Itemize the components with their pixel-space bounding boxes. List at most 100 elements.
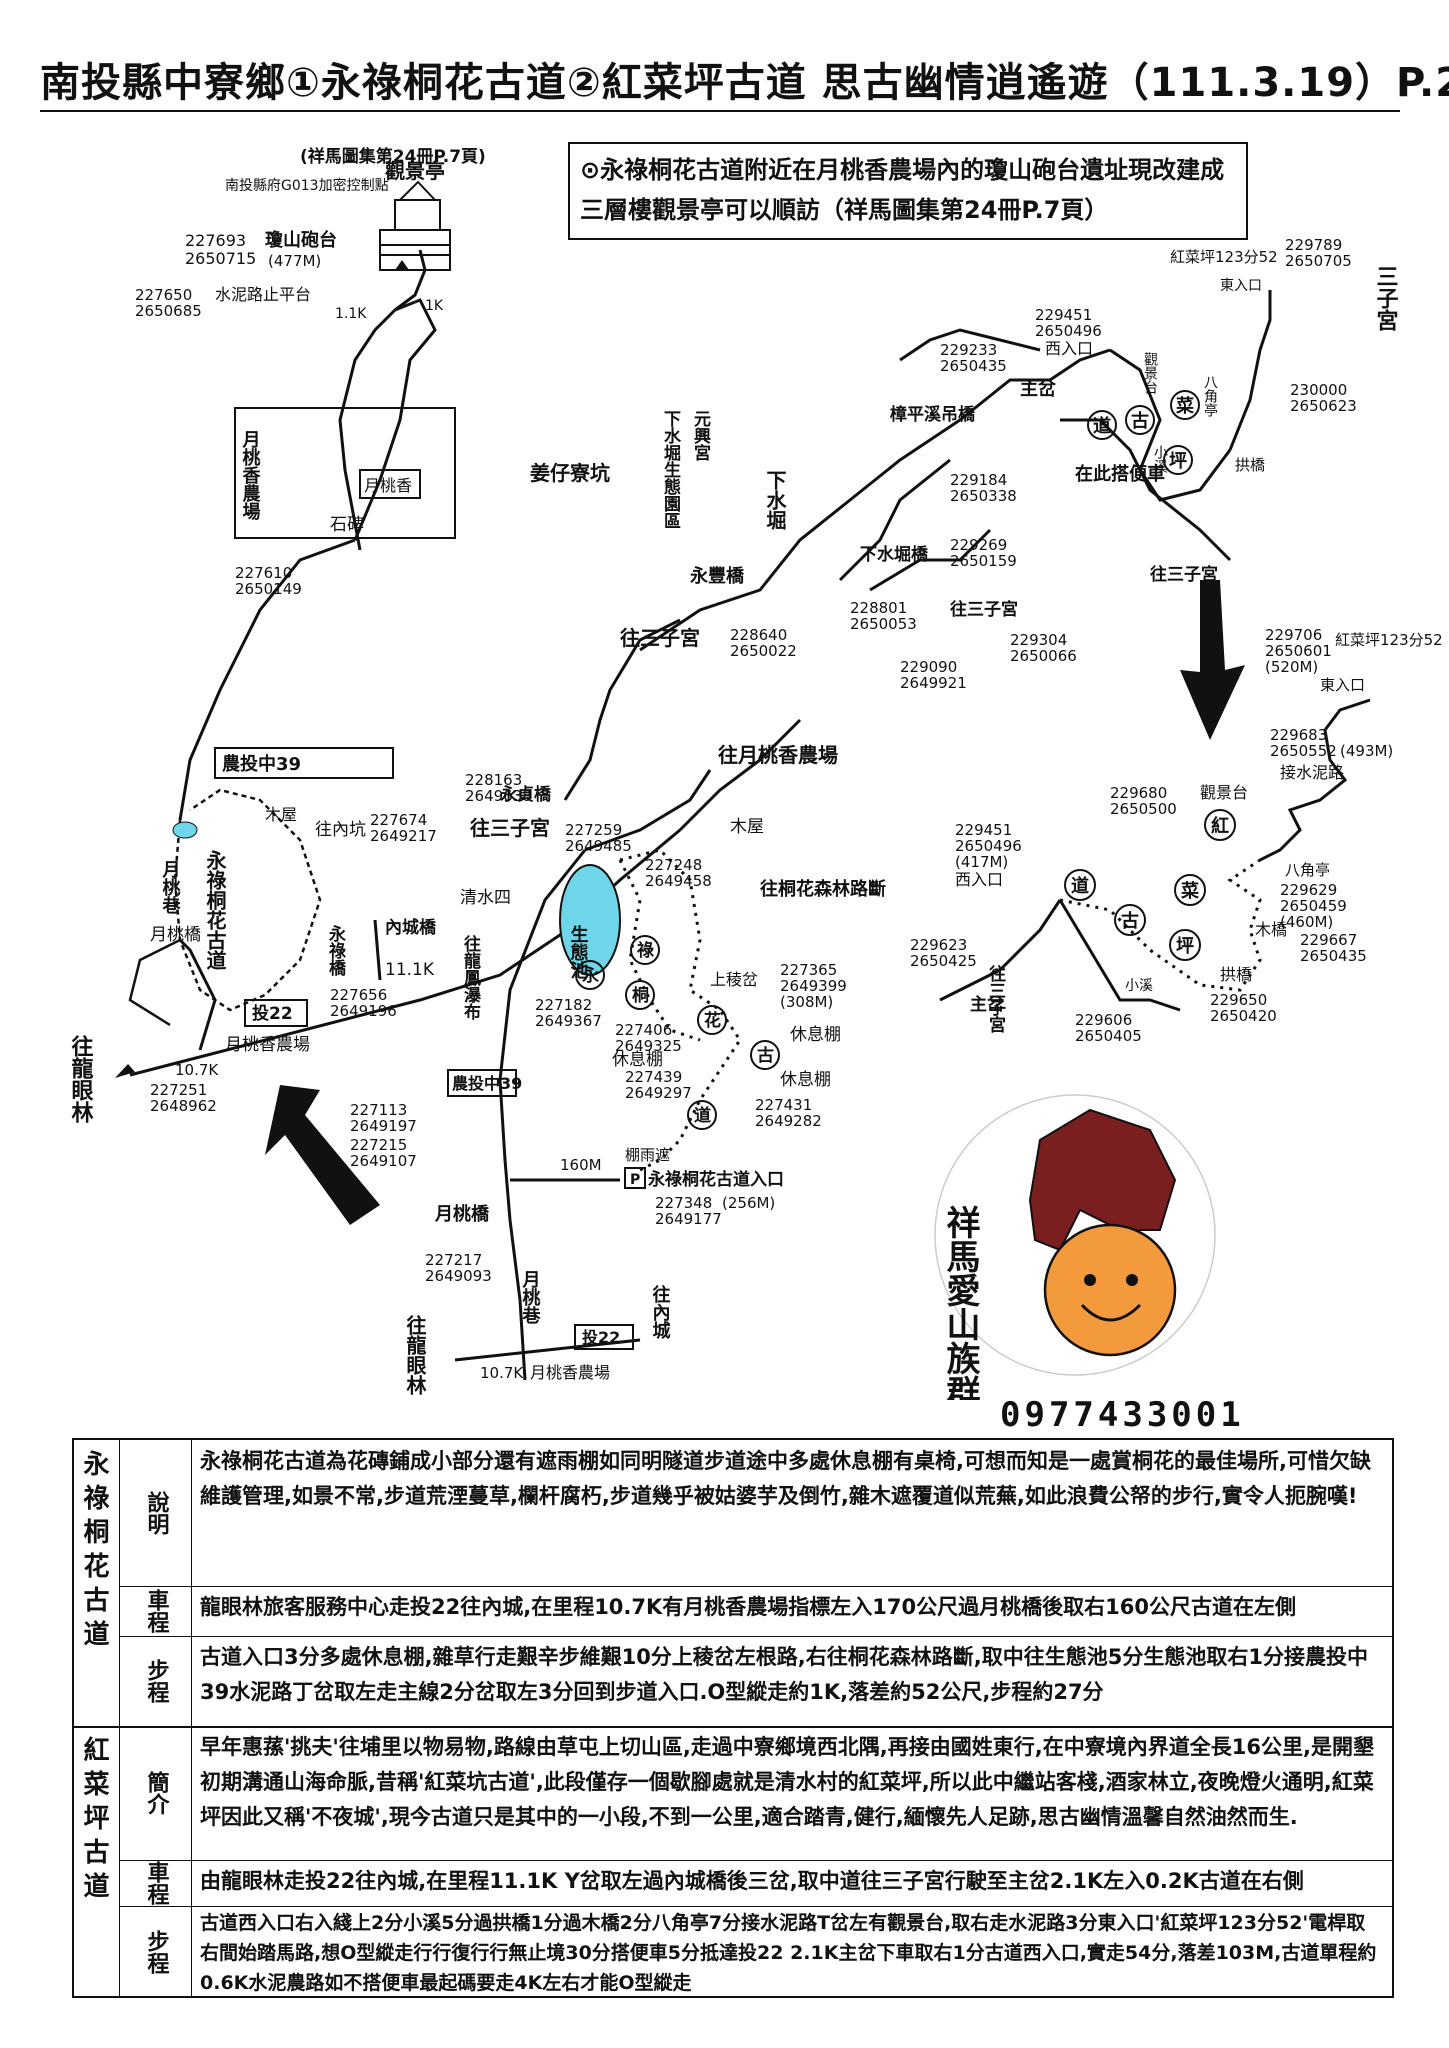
yonglu-description: 永祿桐花古道為花磚鋪成小部分還有遮雨棚如同明隧道步道途中多處休息棚有桌椅,可想而… (200, 1449, 1371, 1508)
yonglu-trail-label: 永祿桐花古道 (203, 849, 227, 970)
rain-shelter-label: 棚雨遮 (625, 1146, 670, 1164)
qiongshan-label: 瓊山砲台 (265, 229, 337, 251)
control-point-label: 南投縣府G013加密控制點 (225, 177, 389, 194)
coord-label: 2650053 (850, 615, 917, 633)
yuetao-bridge-label: 月桃橋 (434, 1203, 490, 1225)
farm-sign-label: 月桃香農場 (225, 1035, 310, 1055)
farm-sign-label: 月桃香農場 (530, 1363, 610, 1382)
trail-char: 永 (581, 965, 599, 986)
triangulation-icon (395, 260, 409, 270)
coord-label: 2649367 (535, 1012, 602, 1030)
cabin-label: 木屋 (265, 805, 297, 824)
club-logo-text: 祥馬愛山族群 (940, 1205, 980, 1400)
cement-end-label: 水泥路止平台 (215, 285, 311, 304)
to-neikeng-label: 往內坑 (315, 820, 366, 840)
yuetao-farm-label: 月桃香農場 (240, 430, 262, 521)
hongcai-detail (939, 698, 1371, 1012)
road-sign-tou22: 投22 (252, 1003, 293, 1024)
coord-label: 2649197 (350, 1117, 417, 1135)
coord-label: 229667 (1300, 931, 1357, 949)
main-road-center (563, 328, 1111, 832)
coord-label: 227215 (350, 1136, 407, 1154)
stream-label: 小溪 (1125, 978, 1153, 994)
coord-label: 2650500 (1110, 800, 1177, 818)
rest-shelter-label: 休息棚 (612, 1050, 663, 1070)
pavilion-label: 觀景亭 (385, 159, 445, 183)
main-fork-label: 主岔 (970, 994, 1005, 1015)
rest-shelter-label: 休息棚 (780, 1070, 831, 1090)
hongcai-intro: 早年惠蓀'挑夫'往埔里以物易物,路線由草屯上切山區,走過中寮鄉境西北隅,再接由國… (200, 1735, 1374, 1829)
club-logo: 祥馬愛山族群 (934, 1094, 1216, 1400)
hitchhike-label: 在此搭便車 (1075, 463, 1165, 485)
longfeng-label: 往龍鳳瀑布 (460, 934, 481, 1021)
yonglu-drive: 龍眼林旅客服務中心走投22往內城,在里程10.7K有月桃香農場指標左入170公尺… (200, 1595, 1296, 1619)
pavilion-icon (379, 180, 451, 271)
neicheng-bridge-label: 內城橋 (385, 917, 437, 938)
note-box: ⊙永祿桐花古道附近在月桃香農場內的瓊山砲台遺址現改建成三層樓觀景亭可以順訪（祥馬… (568, 142, 1248, 240)
trail-map: 月桃香 月桃香農場 石碑 觀景亭 南投縣府G013加密控制點 227693 26… (68, 159, 1443, 1400)
main-fork-label: 主岔 (1020, 378, 1057, 400)
coord-label: 2650496 (1035, 322, 1102, 340)
coord-label: 2649196 (330, 1002, 397, 1020)
cabin-label: 木屋 (730, 817, 764, 837)
hongcai-top (1060, 290, 1272, 562)
coord-label: 227259 (565, 821, 622, 839)
coord-label: 228163 (465, 771, 522, 789)
tong-forest-label: 往桐花森林路斷 (760, 878, 886, 900)
trail-char: 紅 (1211, 815, 1229, 837)
to-sanzi-label: 往三子宮 (985, 964, 1006, 1034)
road-sign-nongtou39: 農投中39 (452, 1074, 522, 1093)
coord-label: 229451 (1035, 306, 1092, 324)
coord-label: 229184 (950, 471, 1007, 489)
coord-label: 2648962 (150, 1097, 217, 1115)
coord-label: 227656 (330, 986, 387, 1004)
coord-label: 227348 (655, 1194, 712, 1212)
coord-label: 229650 (1210, 991, 1267, 1009)
coord-label: 2650459 (1280, 897, 1347, 915)
coord-label: 229269 (950, 536, 1007, 554)
trail-char: 道 (694, 1105, 711, 1126)
coord-label: 2650420 (1210, 1007, 1277, 1025)
phone-number: 0977433001 (1000, 1395, 1245, 1435)
altitude-label: (493M) (1340, 742, 1393, 760)
arch-bridge-label: 拱橋 (1220, 965, 1252, 984)
coord-label: 229789 (1285, 236, 1342, 254)
parking-icon: P (630, 1172, 640, 1188)
yonglu-bridge-label: 永祿橋 (325, 924, 347, 977)
coord-label: 2649297 (625, 1084, 692, 1102)
coord-label: 227610 (235, 564, 292, 582)
coord-label: 2650066 (1010, 647, 1077, 665)
smiley-face-icon (1043, 1223, 1177, 1357)
to-sanzi-label: 往三子宮 (1150, 564, 1218, 585)
coord-label: 2649638 (465, 787, 532, 805)
trail-char: 祿 (636, 940, 654, 961)
sanzi-temple-label: 三子宮 (1373, 265, 1399, 331)
yuetao-farm-box (234, 407, 456, 539)
upper-ridge-fork-label: 上稜岔 (710, 970, 758, 989)
xiashuijue-label: 下水堀 (763, 470, 787, 531)
coord-label: 229606 (1075, 1011, 1132, 1029)
hongcai-pole-label: 紅菜坪123分52 (1170, 248, 1278, 266)
yonglu-section-label: 永祿桐花古道 (74, 1440, 120, 1726)
coord-label: 2649325 (615, 1037, 682, 1055)
coord-label: 2649107 (350, 1152, 417, 1170)
coord-label: 2649093 (425, 1267, 492, 1285)
trail-char: 道 (1093, 415, 1111, 437)
trail-char: 坪 (1169, 451, 1187, 472)
yongfeng-bridge-label: 永豐橋 (689, 565, 745, 587)
eco-pond-label: 生態池 (568, 924, 589, 979)
coord-label: 229706 (1265, 626, 1322, 644)
to-longyanlin-label: 往龍眼林 (403, 1314, 427, 1395)
walk-label: 步程 (120, 1636, 192, 1726)
coord-label: 229623 (910, 936, 967, 954)
coord-label: 2649485 (565, 837, 632, 855)
coord-label: 229683 (1270, 726, 1327, 744)
walk-label: 步程 (120, 1906, 192, 1998)
trail-char: 古 (757, 1045, 774, 1066)
coord-label: 227406 (615, 1021, 672, 1039)
coord-label: 2649282 (755, 1112, 822, 1130)
coord-label: 2650425 (910, 952, 977, 970)
viewing-deck-label: 觀景台 (1200, 783, 1248, 802)
coord-label: 229090 (900, 658, 957, 676)
trail-char: 菜 (1180, 881, 1199, 902)
